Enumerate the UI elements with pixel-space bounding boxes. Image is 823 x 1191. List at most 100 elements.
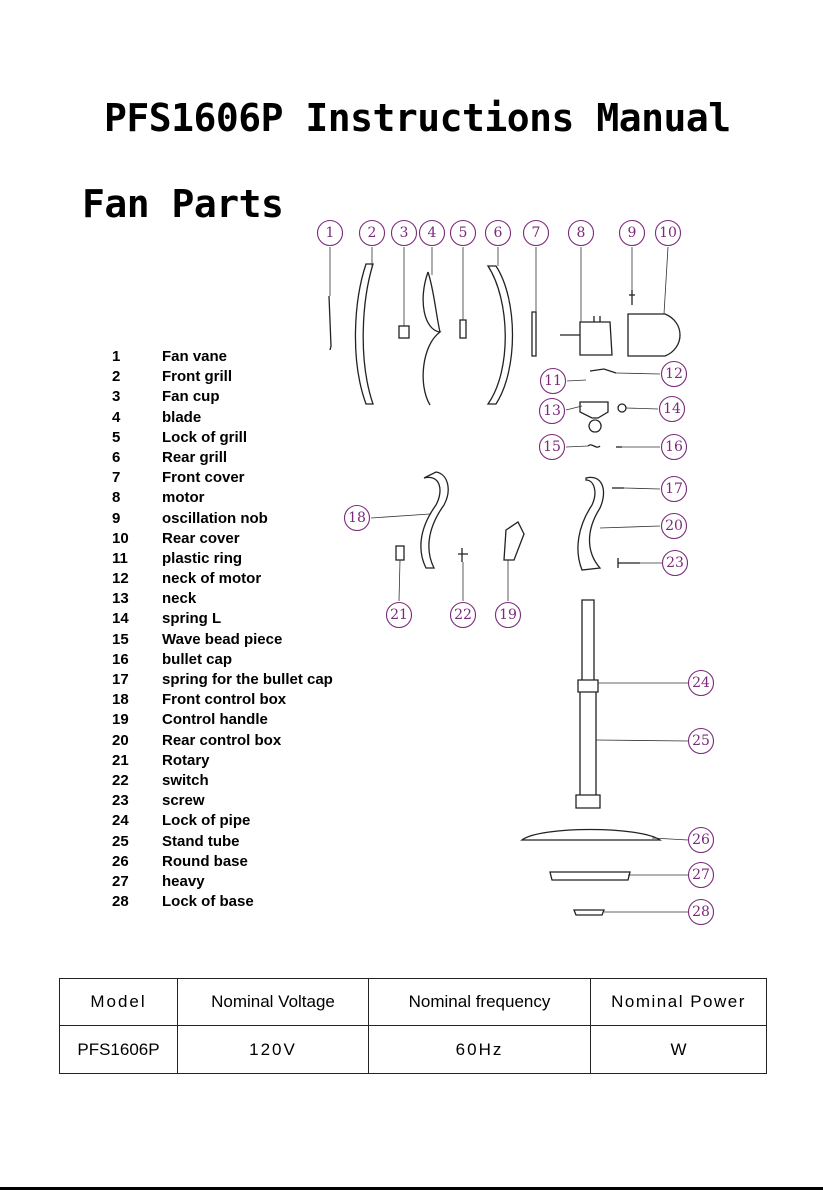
- part-number: 13: [112, 590, 129, 608]
- part-label: Front grill: [162, 368, 232, 386]
- svg-text:11: 11: [544, 373, 562, 389]
- cell-power: W: [590, 1025, 767, 1074]
- part-number: 10: [112, 529, 129, 547]
- part-fan-vane: [328, 295, 332, 351]
- part-number: 21: [112, 751, 129, 769]
- svg-text:28: 28: [692, 904, 710, 920]
- part-number: 28: [112, 893, 129, 911]
- part-blade: [422, 271, 442, 406]
- part-label: neck of motor: [162, 570, 262, 588]
- part-label: heavy: [162, 872, 205, 890]
- part-number: 26: [112, 852, 129, 870]
- list-item: 12 neck of motor: [112, 569, 333, 589]
- part-label: Lock of base: [162, 893, 254, 911]
- callout-20: 20: [660, 512, 688, 540]
- header-nominal-power: Nominal Power: [590, 978, 767, 1026]
- svg-text:17: 17: [665, 481, 683, 497]
- part-spring-l: [617, 403, 627, 413]
- part-label: motor: [162, 489, 205, 507]
- callout-9: 9: [618, 219, 646, 247]
- callout-21: 21: [385, 601, 413, 629]
- svg-text:19: 19: [499, 607, 517, 623]
- callout-17: 17: [660, 475, 688, 503]
- part-number: 17: [112, 671, 129, 688]
- part-switch: [458, 548, 468, 562]
- part-number: 20: [112, 731, 129, 749]
- svg-text:24: 24: [692, 675, 710, 691]
- part-label: Rear cover: [162, 529, 240, 547]
- table-header-row: Model Nominal Voltage Nominal frequency …: [59, 978, 767, 1026]
- callout-27: 27: [687, 861, 715, 889]
- part-number: 14: [112, 610, 129, 628]
- svg-text:20: 20: [665, 518, 683, 534]
- part-number: 11: [112, 549, 128, 567]
- callout-23: 23: [661, 549, 689, 577]
- part-label: Rear grill: [162, 448, 228, 466]
- part-rear-grill: [486, 265, 514, 405]
- part-wave-bead-piece: [587, 444, 601, 448]
- part-label: oscillation nob: [162, 509, 268, 527]
- bottom-rule: [0, 1187, 823, 1190]
- part-label: Round base: [162, 852, 248, 870]
- page-title: PFS1606P Instructions Manual: [104, 96, 731, 140]
- callout-18: 18: [343, 504, 371, 532]
- callout-10: 10: [654, 219, 682, 247]
- part-label: Rotary: [162, 751, 210, 769]
- callout-8: 8: [567, 219, 595, 247]
- callout-15: 15: [538, 433, 566, 461]
- part-number: 2: [112, 368, 121, 386]
- part-label: switch: [162, 771, 209, 789]
- svg-text:10: 10: [659, 225, 677, 241]
- list-item: 8 motor: [112, 488, 333, 508]
- part-screw: [617, 558, 640, 568]
- part-number: 12: [112, 570, 129, 588]
- svg-text:7: 7: [532, 225, 541, 241]
- part-number: 7: [112, 469, 121, 487]
- callout-19: 19: [494, 601, 522, 629]
- part-label: spring for the bullet cap: [162, 671, 333, 688]
- list-item: 2 Front grill: [112, 367, 333, 387]
- svg-text:22: 22: [454, 607, 472, 623]
- svg-text:15: 15: [543, 439, 561, 455]
- cell-frequency: 60Hz: [368, 1025, 591, 1074]
- list-item: 10 Rear cover: [112, 529, 333, 549]
- part-rotary: [395, 545, 405, 561]
- svg-text:5: 5: [459, 225, 468, 241]
- spec-table: Model Nominal Voltage Nominal frequency …: [59, 978, 767, 1074]
- callout-22: 22: [449, 601, 477, 629]
- callout-28: 28: [687, 898, 715, 926]
- callout-2: 2: [358, 219, 386, 247]
- part-neck: [579, 401, 609, 433]
- part-heavy: [549, 871, 631, 881]
- table-row: PFS1606P 120V 60Hz W: [59, 1025, 767, 1074]
- part-number: 5: [112, 428, 121, 446]
- exploded-parts-diagram: 1 2 3 4 5 6 7 8 9 10 11 12 13 14 15 16 1…: [316, 219, 715, 926]
- callout-5: 5: [449, 219, 477, 247]
- part-number: 3: [112, 388, 121, 406]
- svg-text:12: 12: [665, 366, 683, 382]
- svg-text:21: 21: [390, 607, 408, 623]
- part-lock-of-base: [573, 909, 605, 916]
- part-neck-of-motor: [589, 368, 617, 374]
- part-label: Front control box: [162, 691, 287, 709]
- part-front-control-box: [420, 471, 449, 569]
- svg-text:14: 14: [663, 401, 681, 417]
- part-front-grill: [354, 263, 374, 405]
- part-label: Front cover: [162, 469, 245, 487]
- callout-26: 26: [687, 826, 715, 854]
- svg-text:27: 27: [692, 867, 710, 883]
- callout-13: 13: [538, 397, 566, 425]
- part-number: 19: [112, 711, 129, 729]
- part-number: 8: [112, 489, 121, 507]
- callout-4: 4: [418, 219, 446, 247]
- part-number: 4: [112, 408, 121, 426]
